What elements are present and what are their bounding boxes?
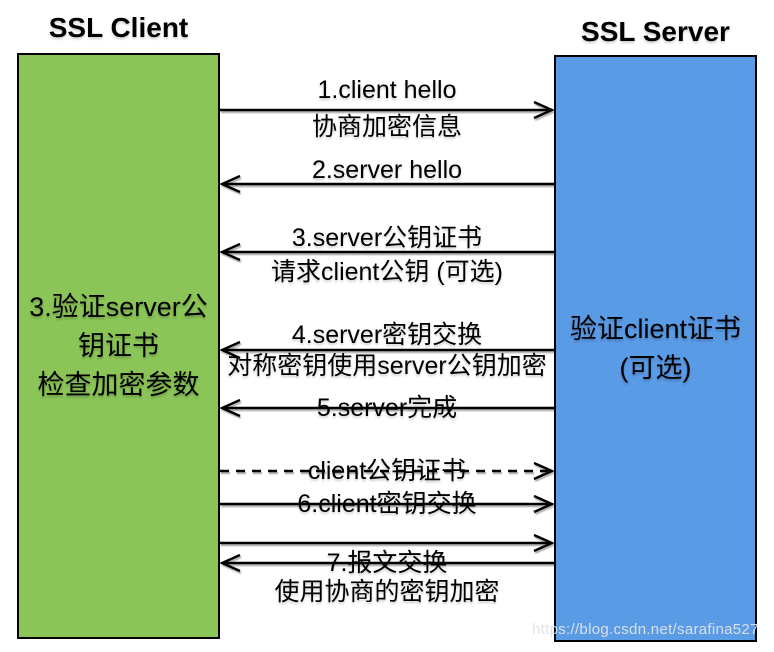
left-arrow-icon bbox=[220, 174, 554, 194]
arrow-data-exchange-right bbox=[220, 531, 554, 555]
server-box: 验证client证书 (可选) bbox=[554, 55, 757, 642]
client-box-text-line1: 3.验证server公 bbox=[29, 291, 208, 322]
arrow-server-cert bbox=[220, 240, 554, 264]
client-title: SSL Client bbox=[48, 12, 189, 43]
msg9-label: 7.报文交换 bbox=[326, 549, 448, 577]
client-box-text-line2: 钥证书 bbox=[78, 330, 159, 361]
arrow-client-key-exchange bbox=[220, 492, 554, 516]
msg3-sublabel: 请求client公钥 (可选) bbox=[271, 258, 503, 286]
right-arrow-icon bbox=[220, 100, 554, 120]
msg4-sublabel: 对称密钥使用server公钥加密 bbox=[227, 352, 547, 380]
arrow-client-hello bbox=[220, 98, 554, 122]
msg4-label: 4.server密钥交换 bbox=[291, 321, 483, 349]
arrow-client-cert-dashed bbox=[220, 459, 554, 483]
left-arrow-icon bbox=[220, 242, 554, 262]
msg1-sublabel: 协商加密信息 bbox=[311, 113, 462, 141]
arrow-server-done bbox=[220, 396, 554, 420]
client-box-text-line3: 检查加密参数 bbox=[37, 369, 200, 400]
arrow-data-exchange-left bbox=[220, 551, 554, 575]
arrow-server-key-exchange bbox=[220, 338, 554, 362]
arrow-server-hello bbox=[220, 172, 554, 196]
right-arrow-icon bbox=[220, 494, 554, 514]
server-box-text-line2: (可选) bbox=[619, 352, 692, 383]
msg1-label: 1.client hello bbox=[317, 76, 457, 104]
right-arrow-icon bbox=[220, 533, 554, 553]
msg2-label: 2.server hello bbox=[311, 156, 463, 184]
watermark: https://blog.csdn.net/sarafina527 bbox=[532, 621, 759, 638]
client-box: 3.验证server公 钥证书 检查加密参数 bbox=[17, 53, 220, 639]
msg5-label: 5.server完成 bbox=[316, 394, 458, 422]
msg3-label: 3.server公钥证书 bbox=[291, 224, 483, 252]
msg9-sublabel: 使用协商的密钥加密 bbox=[274, 578, 500, 606]
left-arrow-icon bbox=[220, 398, 554, 418]
msg7-label: 6.client密钥交换 bbox=[297, 490, 477, 518]
left-arrow-icon bbox=[220, 340, 554, 360]
dashed-right-arrow-icon bbox=[220, 461, 554, 481]
server-box-text-line1: 验证client证书 bbox=[569, 313, 742, 344]
left-arrow-icon bbox=[220, 553, 554, 573]
msg6-label: client公钥证书 bbox=[307, 457, 467, 485]
server-title: SSL Server bbox=[581, 16, 730, 47]
